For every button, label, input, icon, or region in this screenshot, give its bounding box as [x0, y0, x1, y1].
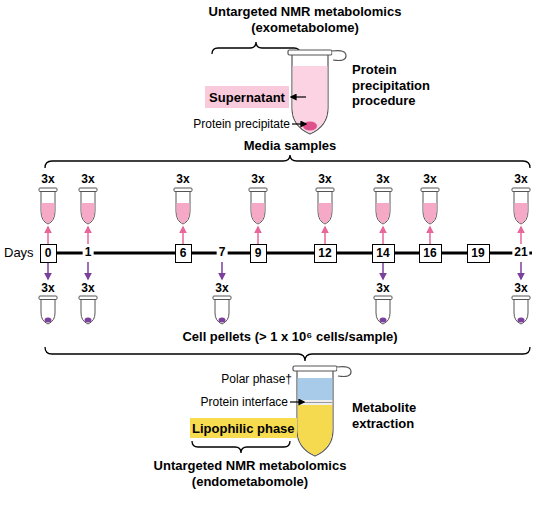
media-tube — [316, 188, 334, 224]
text-label: Untargeted NMR metabolomics (endometabom… — [143, 458, 358, 489]
node-text: Lipophilic phase — [192, 421, 295, 436]
tube-rim — [293, 366, 337, 371]
media-tube — [79, 188, 97, 224]
brace — [45, 347, 530, 361]
media-tube — [374, 188, 392, 224]
pointer-arrow — [292, 123, 306, 124]
sampling-arrow — [47, 227, 49, 244]
media-tube — [174, 188, 192, 224]
pellet-tube — [79, 296, 97, 324]
media-tube — [512, 188, 530, 224]
pointer-arrow — [291, 96, 306, 97]
lipophilic-layer — [298, 405, 333, 455]
text-label: 3x — [81, 281, 94, 295]
text-label: 1 — [83, 245, 94, 259]
node-text: Supernatant — [209, 90, 285, 105]
text-label: 3x — [41, 281, 54, 295]
node-text: 0 — [45, 246, 52, 260]
node-text: 9 — [255, 246, 262, 260]
sampling-arrow — [47, 262, 49, 279]
day-box: 16 — [419, 244, 442, 263]
sampling-arrow — [382, 227, 384, 244]
pellet-tube — [39, 296, 57, 324]
brace — [212, 42, 300, 54]
text-label: Untargeted NMR metabolomics (exometabolo… — [198, 4, 413, 35]
centrifuge-tube — [288, 50, 346, 134]
tube-cap — [337, 367, 351, 377]
node-text: 14 — [376, 246, 389, 260]
text-label: 3x — [423, 172, 436, 186]
pellet-tube — [512, 296, 530, 324]
text-label: 3x — [514, 172, 527, 186]
media-tube — [249, 188, 267, 224]
day-box: 12 — [314, 244, 337, 263]
node-text: 12 — [318, 246, 331, 260]
day-box: 9 — [250, 244, 267, 263]
sampling-arrow — [520, 227, 522, 244]
sampling-arrow — [87, 262, 89, 279]
node-text: 16 — [423, 246, 436, 260]
brace — [192, 441, 290, 453]
text-label: Protein precipitate — [180, 117, 290, 131]
pellet-tube — [213, 296, 231, 324]
day-box: 14 — [372, 244, 395, 263]
pellet-tube — [374, 296, 392, 324]
text-label: 3x — [318, 172, 331, 186]
extraction-tube — [293, 366, 351, 456]
timeline — [40, 252, 532, 255]
tube-body — [292, 54, 328, 134]
highlight-box: Supernatant — [205, 86, 289, 108]
day-box: 0 — [40, 244, 57, 263]
text-label: 3x — [376, 281, 389, 295]
tube-rim — [288, 50, 332, 55]
protein-precipitate — [303, 122, 317, 131]
text-label: 3x — [514, 281, 527, 295]
text-label: Protein precipitation procedure — [352, 62, 447, 109]
text-label: 3x — [41, 172, 54, 186]
sampling-arrow — [87, 227, 89, 244]
node-text: 6 — [180, 246, 187, 260]
media-tube — [39, 188, 57, 224]
text-label: Days — [4, 245, 34, 261]
text-label: 3x — [176, 172, 189, 186]
text-label: Media samples — [244, 138, 337, 154]
text-label: Metabolite extraction — [352, 400, 442, 431]
sampling-arrow — [257, 227, 259, 244]
text-label: 7 — [217, 245, 228, 259]
pointer-arrow — [290, 401, 304, 402]
sampling-arrow — [382, 262, 384, 279]
day-box: 19 — [467, 244, 490, 263]
text-label: 3x — [215, 281, 228, 295]
text-label: Polar phase† — [182, 372, 292, 386]
sampling-arrow — [182, 227, 184, 244]
text-label: Cell pellets (> 1 x 10⁶ cells/sample) — [182, 329, 397, 345]
supernatant-liquid — [293, 66, 328, 133]
tube-cap — [332, 51, 346, 61]
text-label: 3x — [81, 172, 94, 186]
node-text: 19 — [471, 246, 484, 260]
text-label: 3x — [376, 172, 389, 186]
day-box: 6 — [175, 244, 192, 263]
text-label: Protein interface — [178, 395, 288, 409]
brace — [45, 155, 530, 168]
polar-layer — [298, 378, 333, 400]
sampling-arrow — [429, 227, 431, 244]
tube-body — [297, 370, 333, 456]
highlight-box: Lipophilic phase — [190, 418, 297, 438]
sampling-arrow — [324, 227, 326, 244]
text-label: 3x — [251, 172, 264, 186]
media-tube — [421, 188, 439, 224]
text-label: 21 — [512, 245, 529, 259]
sampling-arrow — [221, 262, 223, 279]
sampling-arrow — [520, 262, 522, 279]
